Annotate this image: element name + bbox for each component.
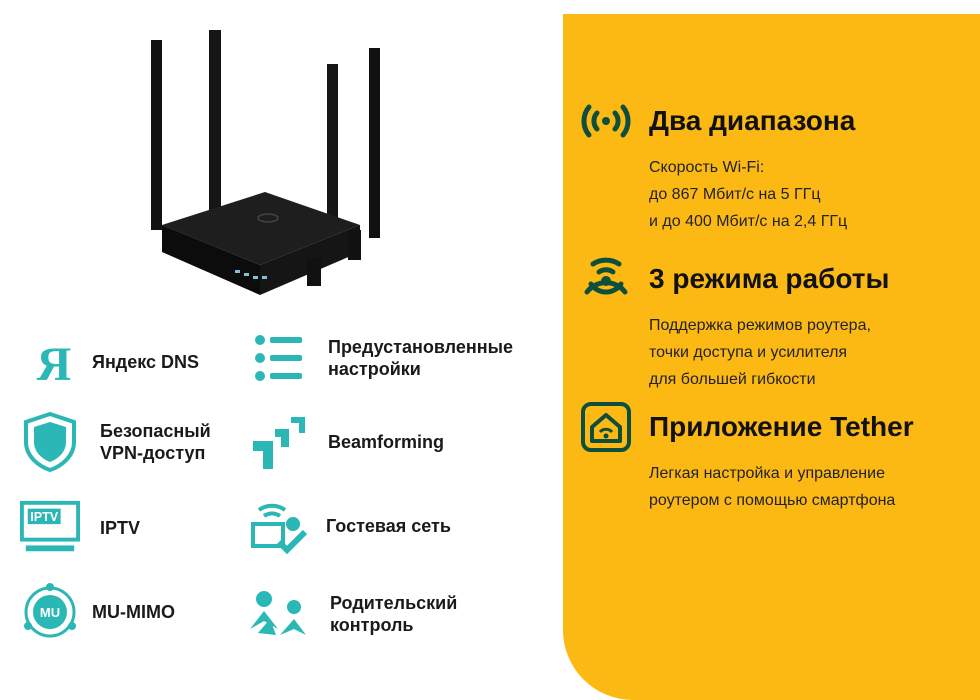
dual-band-wifi-icon (577, 92, 635, 150)
parental-control-icon (248, 584, 308, 644)
svg-text:Я: Я (37, 338, 72, 390)
iptv-badge: IPTV (30, 510, 59, 524)
feature-label: Beamforming (328, 432, 445, 452)
highlight-desc: Скорость Wi-Fi: до 867 Мбит/с на 5 ГГц и… (649, 159, 848, 230)
highlight-title: Приложение Tether (649, 411, 914, 442)
home-app-icon (577, 398, 635, 456)
highlight-title: 3 режима работы (649, 263, 890, 294)
yandex-logo-icon: Я (24, 332, 84, 392)
feature-label: Родительский контроль (330, 593, 458, 635)
beamforming-icon (248, 412, 308, 472)
feature-label: MU-MIMO (92, 602, 175, 622)
list-icon (248, 328, 308, 388)
feature-presets: Предустановленные настройки (248, 328, 513, 388)
router-illustration (151, 30, 380, 295)
highlight-tether-app: Приложение Tether Легкая настройка и упр… (577, 398, 914, 514)
left-section: Я Яндекс DNS Предустановленные настройки (20, 30, 513, 644)
feature-label: Яндекс DNS (92, 352, 200, 372)
feature-label: Безопасный VPN-доступ (100, 421, 211, 463)
access-point-icon (577, 250, 635, 308)
feature-iptv: IPTV IPTV (20, 498, 140, 558)
highlights-panel: Два диапазона Скорость Wi-Fi: до 867 Мби… (563, 14, 980, 700)
feature-guest-network: Гостевая сеть (248, 496, 451, 556)
feature-label: Гостевая сеть (326, 516, 451, 536)
shield-icon (20, 412, 80, 472)
feature-label: IPTV (100, 518, 141, 538)
feature-yandex-dns: Я Яндекс DNS (24, 332, 199, 392)
feature-label: Предустановленные настройки (328, 337, 514, 379)
feature-mu-mimo: MU MU-MIMO (20, 582, 175, 642)
feature-vpn: Безопасный VPN-доступ (20, 412, 211, 472)
highlight-desc: Легкая настройка и управление роутером с… (649, 465, 896, 509)
guest-network-icon (248, 496, 308, 556)
feature-parental-control: Родительский контроль (248, 584, 457, 644)
feature-beamforming: Beamforming (248, 412, 444, 472)
highlight-dual-band: Два диапазона Скорость Wi-Fi: до 867 Мби… (577, 92, 855, 235)
highlight-title: Два диапазона (649, 105, 856, 136)
mu-mimo-icon: MU (20, 582, 80, 642)
highlight-modes: 3 режима работы Поддержка режимов роутер… (577, 250, 889, 393)
iptv-icon: IPTV (20, 498, 80, 558)
mu-badge: MU (40, 605, 60, 620)
highlight-desc: Поддержка режимов роутера, точки доступа… (649, 317, 871, 388)
